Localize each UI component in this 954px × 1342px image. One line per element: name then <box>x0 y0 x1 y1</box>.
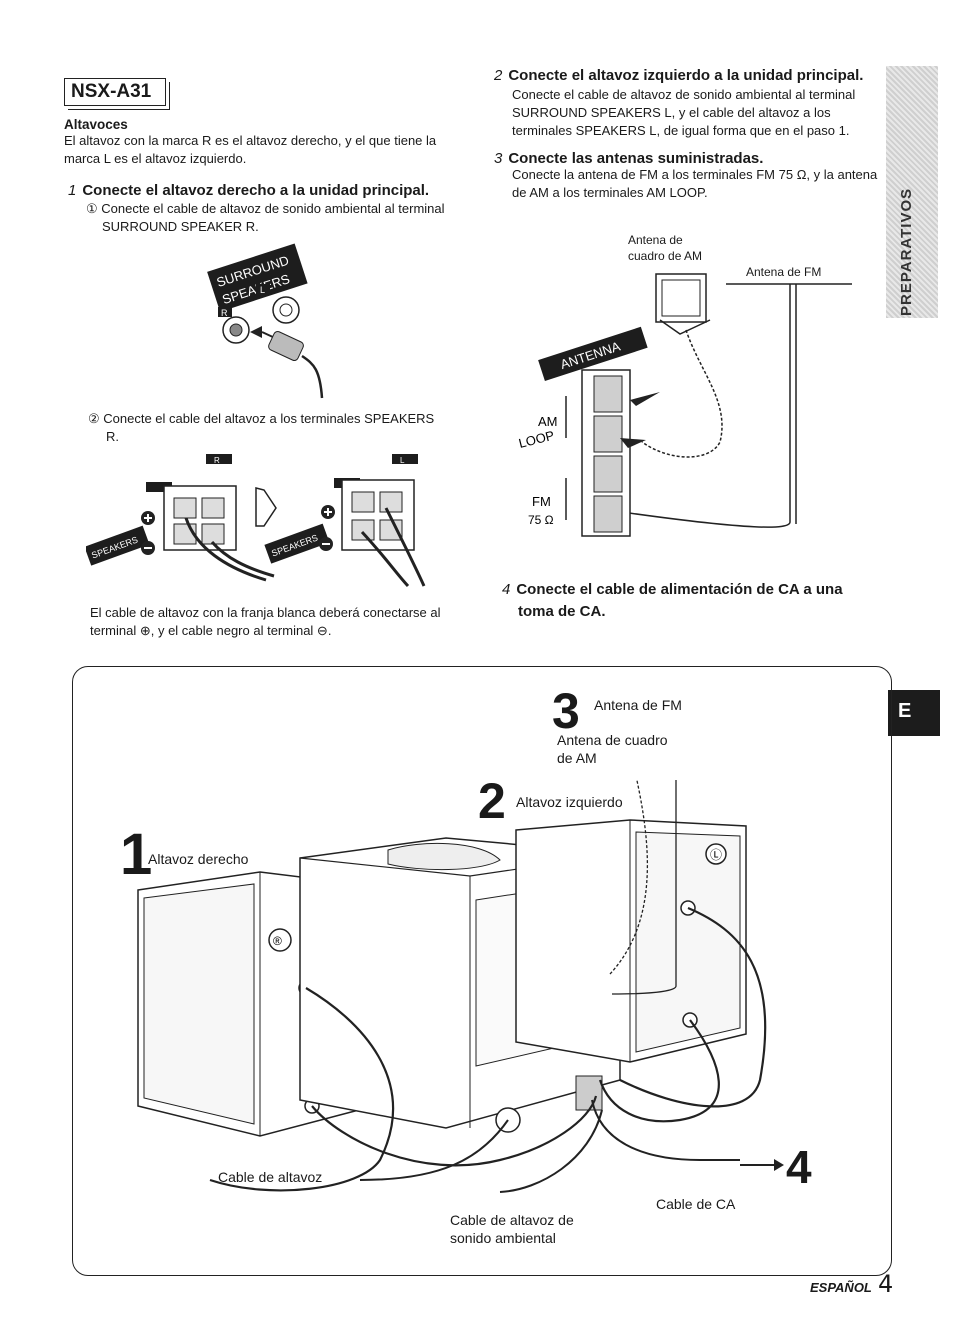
section-tab: PREPARATIVOS <box>886 66 938 318</box>
diagram-am-label-line1: Antena de cuadro <box>557 732 668 748</box>
section-tab-label: PREPARATIVOS <box>898 187 915 316</box>
language-tab: E <box>888 690 940 736</box>
page-number: 4 <box>878 1270 894 1298</box>
step3-line1: Conecte la antena de FM a los terminales… <box>512 167 878 182</box>
step1-sub2-line2: R. <box>106 429 119 444</box>
step1-number: 1 <box>68 182 77 199</box>
step4-arrow-head <box>774 1159 784 1171</box>
diagram-fm-label: Antena de FM <box>594 697 682 713</box>
step2-heading: 2 Conecte el altavoz izquierdo a la unida… <box>494 66 863 85</box>
diagram-am-label-line2: de AM <box>557 750 597 766</box>
step2-title: Conecte el altavoz izquierdo a la unidad… <box>508 67 864 84</box>
diagram-surround-cable-line1: Cable de altavoz de <box>450 1212 574 1228</box>
antenna-fm-text: FM <box>532 494 551 509</box>
step4-title-line1: Conecte el cable de alimentación de CA a… <box>516 581 843 598</box>
altavoces-line1: El altavoz con la marca R es el altavoz … <box>64 133 437 148</box>
diagram-step4-number: 4 <box>786 1141 812 1193</box>
step4-title-line2: toma de CA. <box>518 603 606 620</box>
diagram-surround-cable-line2: sonido ambiental <box>450 1230 556 1246</box>
step2-line3: terminales SPEAKERS L, de igual forma qu… <box>512 123 850 138</box>
surround-r-mark: R <box>221 308 228 318</box>
diagram-step1-number: 1 <box>120 822 153 887</box>
diagram-ac-cable-label: Cable de CA <box>656 1196 736 1212</box>
diagram-right-speaker-label: Altavoz derecho <box>148 851 249 867</box>
model-label: NSX-A31 <box>64 78 170 110</box>
step1-title: Conecte el altavoz derecho a la unidad p… <box>82 182 430 199</box>
antenna-am-label-line2: cuadro de AM <box>628 249 703 263</box>
antenna-am-text: AM <box>538 414 558 429</box>
antenna-ohm-text: 75 Ω <box>528 513 554 527</box>
surround-l-mark: L <box>260 285 265 295</box>
altavoces-line2: marca L es el altavoz izquierdo. <box>64 151 247 166</box>
svg-text:®: ® <box>273 934 282 948</box>
step2-line2: SURROUND SPEAKERS L, y el cable del alta… <box>512 105 831 120</box>
step1-note-line2: terminal ⊕, y el cable negro al terminal… <box>90 623 332 638</box>
surround-terminal-figure: SURROUND SPEAKERS R L <box>207 243 324 399</box>
step1-sub1-line1: ① Conecte el cable de altavoz de sonido … <box>86 201 445 216</box>
step1-heading: 1 Conecte el altavoz derecho a la unidad … <box>68 181 429 200</box>
step4-arrow-line <box>740 1164 780 1166</box>
diagram-step3-number: 3 <box>552 683 580 739</box>
step4-number: 4 <box>502 581 511 598</box>
step1-note-line1: El cable de altavoz con la franja blanca… <box>90 605 441 620</box>
step3-title: Conecte las antenas suministradas. <box>508 150 764 167</box>
speakers-l-mark: L <box>400 456 405 465</box>
speakers-r-mark-left: R <box>214 456 220 465</box>
speaker-terminals-figure: R SPEAKERS L R SPEAKERS <box>86 454 426 588</box>
step3-line2: de AM a los terminales AM LOOP. <box>512 185 708 200</box>
antenna-fm-label: Antena de FM <box>746 265 822 279</box>
step2-line1: Conecte el cable de altavoz de sonido am… <box>512 87 856 102</box>
language-tab-label: E <box>898 700 912 722</box>
antenna-terminal-figure: ANTENNA AM LOOP FM 75 Ω <box>517 273 852 537</box>
connection-overview-frame <box>72 666 892 1276</box>
system-connection-illustration: ® Ⓛ <box>137 780 767 1193</box>
step1-sub1-line2: SURROUND SPEAKER R. <box>102 219 259 234</box>
diagram-left-speaker-label: Altavoz izquierdo <box>516 794 623 810</box>
altavoces-heading: Altavoces <box>64 117 128 132</box>
svg-text:Ⓛ: Ⓛ <box>710 848 722 862</box>
step2-number: 2 <box>494 67 503 84</box>
step1-sub2-line1: ② Conecte el cable del altavoz a los ter… <box>88 411 435 426</box>
diagram-speaker-cable-label: Cable de altavoz <box>218 1169 323 1185</box>
step3-heading: 3 Conecte las antenas suministradas. <box>494 149 763 168</box>
step3-number: 3 <box>494 150 503 167</box>
antenna-am-label-line1: Antena de <box>628 233 683 247</box>
diagram-step2-number: 2 <box>478 773 506 829</box>
step4-heading: 4 Conecte el cable de alimentación de CA … <box>502 580 843 599</box>
antenna-loop-text: LOOP <box>517 428 556 451</box>
footer-language: ESPAÑOL <box>810 1280 872 1295</box>
